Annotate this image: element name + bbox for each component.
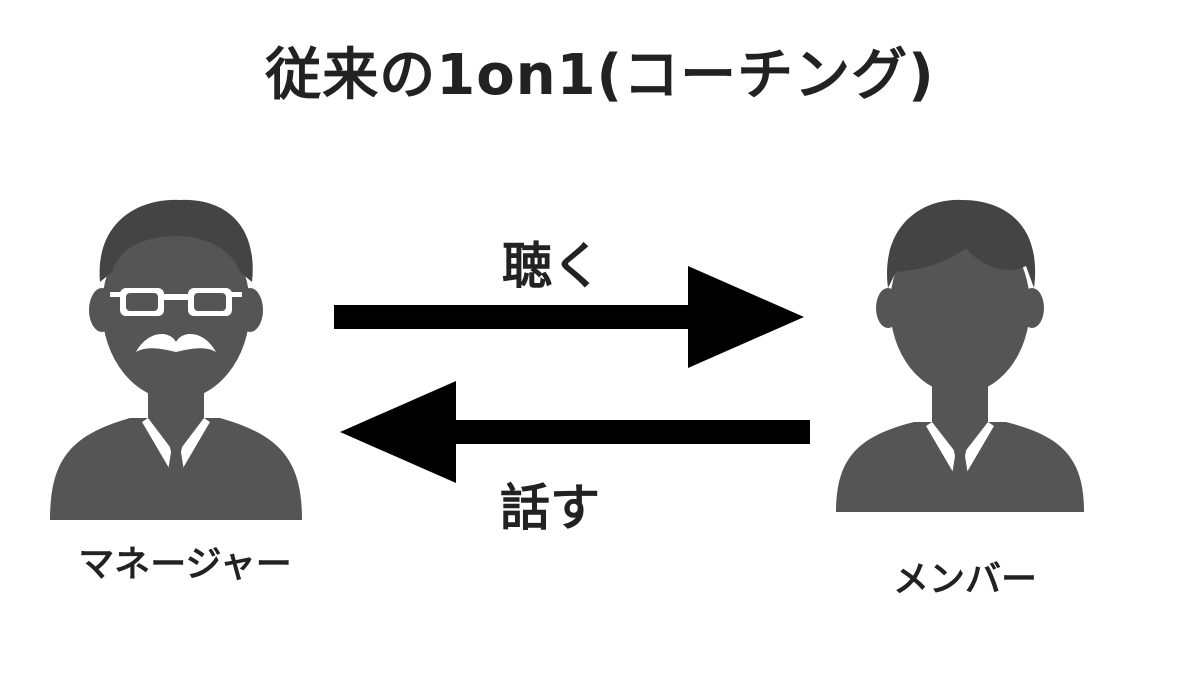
- member-person-icon: [836, 199, 1084, 512]
- listen-label: 聴く: [502, 237, 602, 295]
- manager-label: マネージャー: [78, 544, 292, 585]
- manager-with-glasses-mustache-icon: [50, 199, 302, 520]
- talk-arrow-left: [340, 381, 810, 483]
- listen-arrow-right: [334, 266, 804, 368]
- manager-figure: [40, 190, 310, 525]
- member-figure: [830, 196, 1090, 514]
- diagram-title: 従来の1on1(コーチング): [265, 43, 935, 108]
- member-label: メンバー: [892, 559, 1037, 600]
- talk-label: 話す: [500, 479, 600, 537]
